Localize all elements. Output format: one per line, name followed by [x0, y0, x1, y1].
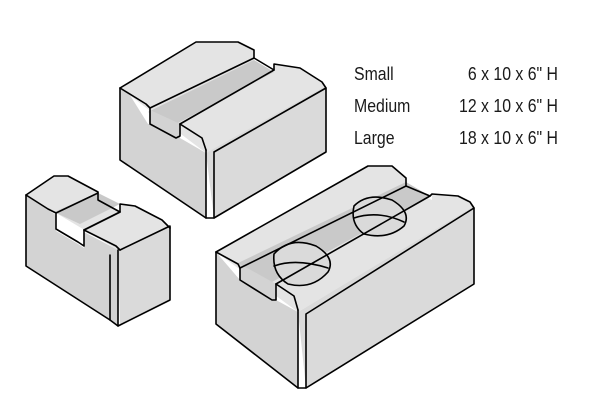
size-name: Large: [354, 128, 395, 148]
size-name: Medium: [354, 96, 411, 116]
size-spec-table: Small 6 x 10 x 6" H Medium 12 x 10 x 6" …: [354, 58, 558, 154]
size-dimensions: 12 x 10 x 6" H: [459, 96, 558, 116]
small-block-illustration: [25, 175, 171, 327]
large-block-illustration: [215, 165, 475, 389]
size-row-medium: Medium 12 x 10 x 6" H: [354, 90, 558, 122]
size-row-small: Small 6 x 10 x 6" H: [354, 58, 558, 90]
size-name: Small: [354, 64, 394, 84]
size-dimensions: 18 x 10 x 6" H: [459, 128, 558, 148]
size-row-large: Large 18 x 10 x 6" H: [354, 122, 558, 154]
size-dimensions: 6 x 10 x 6" H: [467, 64, 558, 84]
medium-block-illustration: [119, 41, 327, 219]
